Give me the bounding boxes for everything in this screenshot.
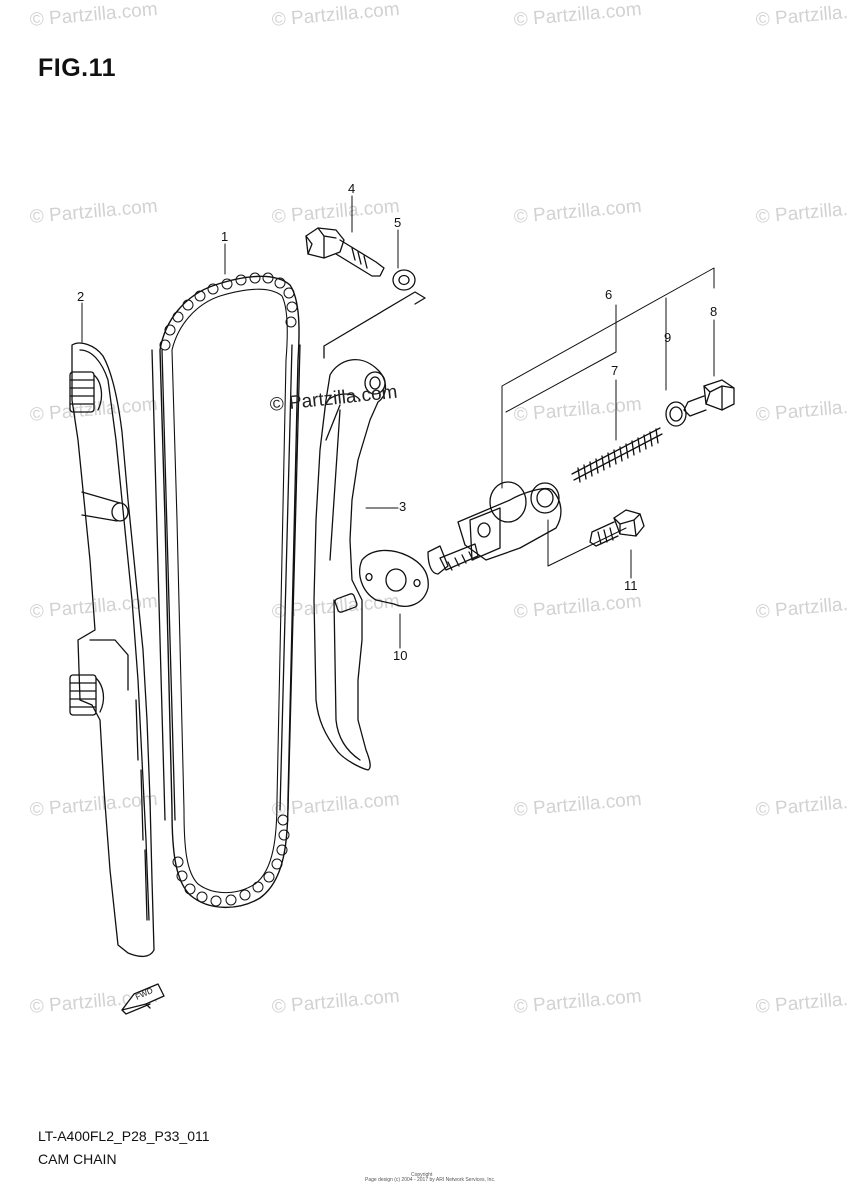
- tensioner-body-part-6[interactable]: [427, 481, 562, 575]
- figure-title: FIG.11: [38, 54, 117, 82]
- callout-6[interactable]: 6: [605, 287, 613, 302]
- spring-part-7[interactable]: [571, 427, 663, 483]
- bolt-part-11[interactable]: [589, 509, 645, 547]
- callout-2[interactable]: 2: [77, 289, 85, 304]
- callout-3[interactable]: 3: [399, 499, 407, 514]
- leader-bracket-3-4-5: [323, 291, 426, 359]
- callout-5[interactable]: 5: [394, 215, 402, 230]
- model-code: LT-A400FL2_P28_P33_011: [38, 1128, 210, 1144]
- callout-8[interactable]: 8: [710, 304, 718, 319]
- callout-7[interactable]: 7: [611, 363, 619, 378]
- callout-1[interactable]: 1: [221, 229, 229, 244]
- bolt-part-4[interactable]: [305, 227, 385, 277]
- figure-caption: CAM CHAIN: [38, 1151, 117, 1167]
- copyright-notice: Page design (c) 2004 - 2017 by ARI Netwo…: [365, 1177, 496, 1183]
- copyright-label: Copyright: [411, 1172, 433, 1178]
- chain-guide-part-2[interactable]: [69, 342, 155, 958]
- callout-11[interactable]: 11: [624, 578, 638, 593]
- callout-10[interactable]: 10: [393, 648, 408, 663]
- plug-bolt-part-8[interactable]: [683, 379, 735, 417]
- leader-lines: [81, 195, 715, 649]
- cam-chain-part-1[interactable]: [151, 272, 301, 908]
- callout-9[interactable]: 9: [664, 330, 672, 345]
- o-ring-part-9[interactable]: [665, 401, 687, 427]
- washer-part-5[interactable]: [392, 269, 416, 291]
- forward-arrow-icon: FWD: [121, 983, 165, 1015]
- gasket-part-10[interactable]: [359, 549, 429, 607]
- callout-4[interactable]: 4: [348, 181, 356, 196]
- tensioner-guide-part-3[interactable]: [313, 359, 387, 771]
